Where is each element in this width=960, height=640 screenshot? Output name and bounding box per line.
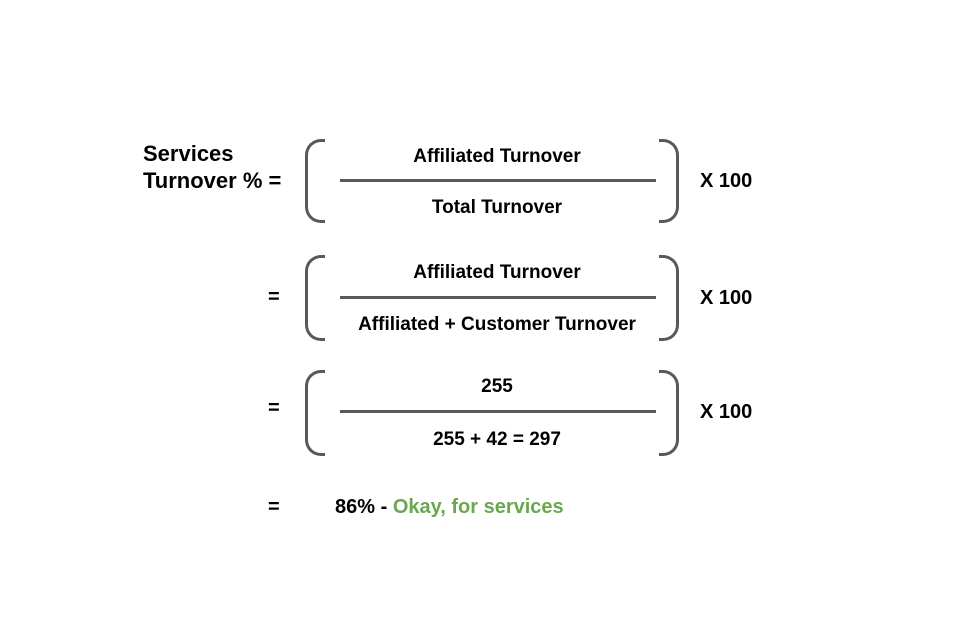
- formula-label-line2: Turnover % =: [143, 168, 282, 193]
- row3-multiplier: X 100: [700, 401, 753, 423]
- result-line: 86% - Okay, for services: [335, 496, 564, 518]
- row1-left-bracket: [305, 139, 325, 223]
- row1-denominator: Total Turnover: [431, 197, 563, 218]
- row2-numerator: Affiliated Turnover: [413, 262, 581, 283]
- row2-equals-sign: =: [268, 286, 280, 308]
- row3-denominator: 255 + 42 = 297: [433, 429, 561, 450]
- row3-right-bracket: [659, 370, 679, 456]
- row1-numerator: Affiliated Turnover: [413, 146, 581, 167]
- row2-multiplier: X 100: [700, 287, 753, 309]
- result-note: Okay, for services: [392, 496, 564, 518]
- row2-fraction-bar: [340, 296, 656, 299]
- row3-numerator: 255: [481, 376, 513, 397]
- formula-label: Services Turnover % =: [143, 140, 323, 194]
- row3-equals-sign: =: [268, 397, 280, 419]
- row2-right-bracket: [659, 255, 679, 341]
- row3-left-bracket: [305, 370, 325, 456]
- row2-left-bracket: [305, 255, 325, 341]
- formula-label-line1: Services: [143, 141, 234, 166]
- row1-fraction-bar: [340, 179, 656, 182]
- result-value: 86% -: [335, 496, 388, 518]
- row1-right-bracket: [659, 139, 679, 223]
- row1-multiplier: X 100: [700, 170, 753, 192]
- result-equals-sign: =: [268, 496, 280, 518]
- row3-fraction-bar: [340, 410, 656, 413]
- row2-denominator: Affiliated + Customer Turnover: [358, 314, 636, 335]
